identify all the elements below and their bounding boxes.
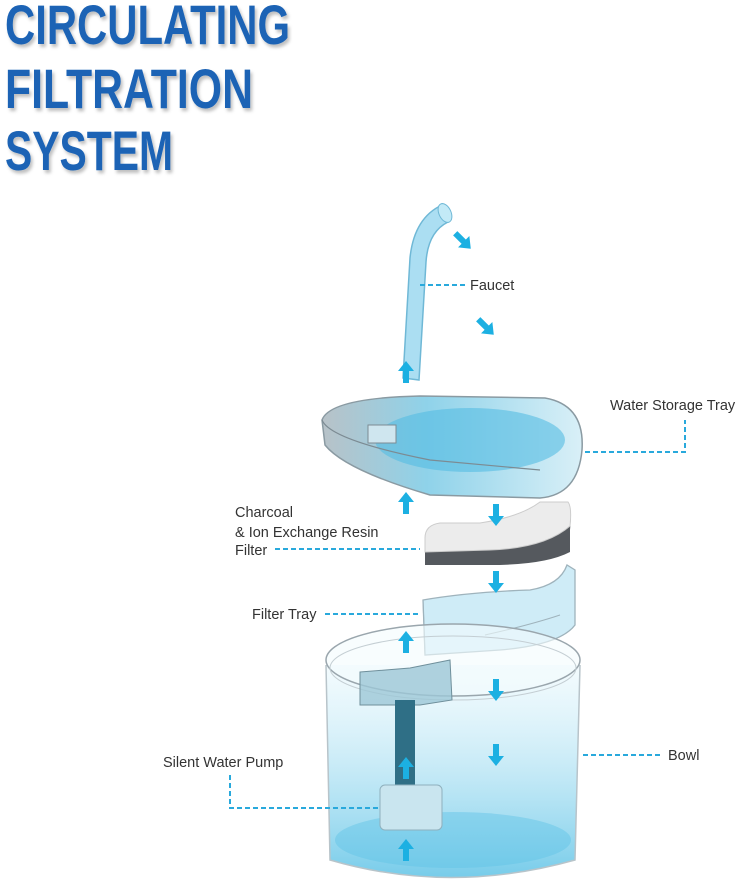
flow-arrow-up-icon (398, 492, 414, 514)
flow-arrow-icon (472, 313, 500, 341)
faucet-label: Faucet (470, 278, 514, 294)
title-line-3: SYSTEM (5, 119, 173, 182)
flow-arrow-down-icon (488, 571, 504, 593)
pump-label: Silent Water Pump (163, 755, 283, 771)
faucet-part (402, 203, 453, 381)
bowl-label: Bowl (668, 748, 699, 764)
flow-arrow-icon (449, 227, 477, 255)
filter-label-line-1: Charcoal (235, 505, 293, 521)
filter-label-line-3: Filter (235, 543, 267, 559)
title-line-1: CIRCULATING (5, 0, 290, 56)
pump-part (359, 659, 453, 831)
water-storage-tray-label: Water Storage Tray (610, 398, 736, 414)
water-storage-tray-leader-line (585, 420, 686, 453)
filter-tray-label: Filter Tray (252, 607, 317, 623)
filter-part (424, 501, 572, 565)
bowl-part (325, 623, 581, 879)
title-line-2: FILTRATION (5, 57, 253, 120)
pump-leader-line (229, 775, 378, 809)
water-storage-tray-part (321, 395, 583, 499)
filter-label-line-2: & Ion Exchange Resin (235, 525, 378, 541)
